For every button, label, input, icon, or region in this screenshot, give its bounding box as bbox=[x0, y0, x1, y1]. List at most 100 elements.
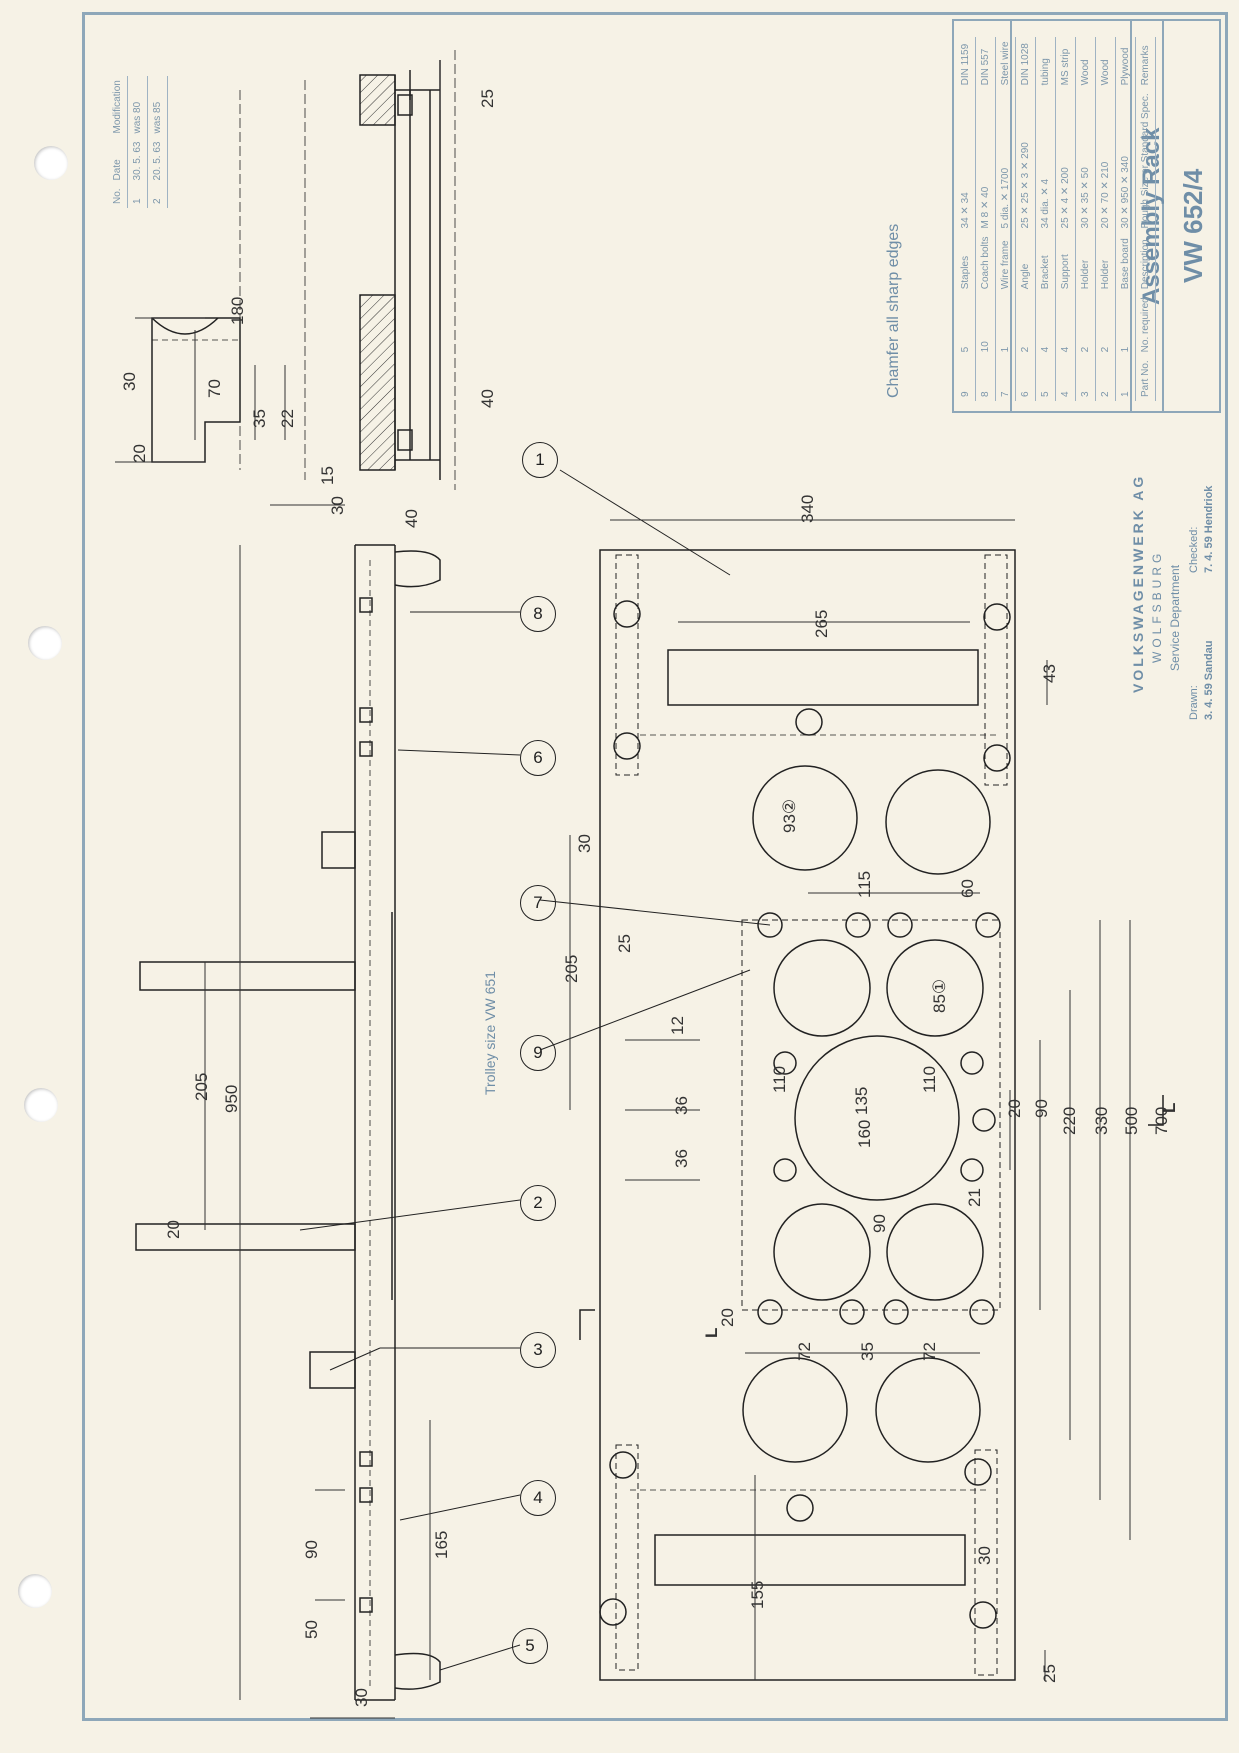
parts-cell: 1 bbox=[1115, 356, 1136, 401]
dim-label: 36 bbox=[672, 1149, 691, 1168]
punch-hole-2 bbox=[28, 626, 62, 660]
parts-cell: Wood bbox=[1075, 37, 1096, 90]
callout-part-5: 5 bbox=[512, 1628, 548, 1664]
side-elevation-view bbox=[135, 544, 441, 1701]
parts-cell: 9 bbox=[956, 356, 976, 401]
parts-cell: 2 bbox=[1015, 293, 1036, 357]
dim-label: 35 bbox=[250, 409, 269, 428]
dim-label: 90 bbox=[870, 1214, 889, 1233]
parts-cell: 4 bbox=[1055, 356, 1076, 401]
dim-label: 330 bbox=[1092, 1106, 1111, 1135]
parts-cell: MS strip bbox=[1055, 37, 1076, 90]
dim-label: 500 bbox=[1122, 1106, 1141, 1135]
dim-label: 85① bbox=[930, 978, 949, 1013]
section-mark: L bbox=[1160, 1102, 1179, 1113]
mods-header-cell: Modification bbox=[108, 76, 128, 138]
parts-cell: 30 ✕ 35 ✕ 50 bbox=[1075, 89, 1096, 233]
parts-cell: Base board bbox=[1115, 232, 1136, 294]
parts-cell: M 8 ✕ 40 bbox=[975, 89, 996, 233]
parts-cell: Wire frame bbox=[995, 232, 1016, 294]
dim-label: 135 bbox=[852, 1086, 871, 1115]
dim-label: 30 bbox=[352, 1688, 371, 1707]
mods-header-cell: Date bbox=[108, 137, 128, 185]
company-city: WOLFSBURG bbox=[1150, 549, 1164, 663]
parts-cell: Staples bbox=[956, 232, 976, 294]
punch-hole-4 bbox=[18, 1574, 52, 1608]
parts-header-cell: Description bbox=[1135, 232, 1156, 294]
parts-cell: 7 bbox=[995, 356, 1016, 401]
sheet-border-outer bbox=[82, 12, 1228, 1721]
callout-part-9: 9 bbox=[520, 1035, 556, 1071]
dim-label: 20 bbox=[718, 1308, 737, 1327]
dim-label: 43 bbox=[1040, 664, 1059, 683]
dimension-lines bbox=[115, 60, 1131, 1719]
dim-label: 25 bbox=[478, 89, 497, 108]
parts-cell: 2 bbox=[1095, 293, 1116, 357]
dim-label: 115 bbox=[855, 870, 874, 898]
callout-part-7: 7 bbox=[520, 885, 556, 921]
mods-cell: was 80 bbox=[127, 76, 148, 138]
drawn-label: Drawn: bbox=[1188, 685, 1200, 720]
section-mark: L bbox=[702, 1327, 721, 1338]
mods-cell: 30. 5. 63 bbox=[127, 137, 148, 185]
company-name: VOLKSWAGENWERK AG bbox=[1130, 473, 1146, 693]
callout-leaders bbox=[299, 469, 771, 1671]
callout-part-8: 8 bbox=[520, 596, 556, 632]
section-arrow-top bbox=[579, 1309, 595, 1340]
dim-label: 90 bbox=[1032, 1099, 1051, 1118]
dim-label: 110 bbox=[920, 1065, 939, 1093]
parts-cell: 4 bbox=[1035, 293, 1056, 357]
mods-cell: 1 bbox=[127, 184, 148, 208]
parts-cell: Coach bolts bbox=[975, 232, 996, 294]
dim-label: 93② bbox=[780, 798, 799, 833]
dim-label: 205 bbox=[192, 1072, 211, 1101]
drawn-value: 3. 4. 59 Sandau bbox=[1203, 640, 1215, 720]
parts-cell: 30 ✕ 950 ✕ 340 bbox=[1115, 89, 1136, 233]
callout-part-3: 3 bbox=[520, 1332, 556, 1368]
parts-header-cell: Remarks bbox=[1135, 37, 1156, 90]
parts-cell: 1 bbox=[1115, 293, 1136, 357]
parts-cell: 5 bbox=[1035, 356, 1056, 401]
dim-label: 90 bbox=[302, 1540, 321, 1559]
parts-cell: 25 ✕ 4 ✕ 200 bbox=[1055, 89, 1076, 233]
dim-label: 155 bbox=[748, 1580, 767, 1609]
dim-label: 50 bbox=[302, 1620, 321, 1639]
mods-cell: 20. 5. 63 bbox=[147, 137, 168, 185]
dim-label: 165 bbox=[432, 1530, 451, 1559]
dim-label: 36 bbox=[672, 1096, 691, 1115]
dim-label: 340 bbox=[798, 494, 817, 523]
dim-label: 70 bbox=[205, 379, 224, 398]
dim-label: 265 bbox=[812, 609, 831, 638]
parts-cell: 25 ✕ 25 ✕ 3 ✕ 290 bbox=[1015, 89, 1036, 233]
dim-label: 25 bbox=[1040, 1664, 1059, 1683]
dim-label: 20 bbox=[130, 444, 149, 463]
parts-cell: Plywood bbox=[1115, 37, 1136, 90]
callout-part-2: 2 bbox=[520, 1185, 556, 1221]
dim-label: 40 bbox=[402, 509, 421, 528]
punch-hole-3 bbox=[24, 1088, 58, 1122]
parts-cell: 4 bbox=[1055, 293, 1076, 357]
dim-label: 72 bbox=[920, 1342, 939, 1361]
dim-label: 160 bbox=[855, 1119, 874, 1148]
dim-label: 205 bbox=[562, 954, 581, 983]
parts-cell: tubing bbox=[1035, 37, 1056, 90]
parts-cell: 34 dia. ✕ 4 bbox=[1035, 89, 1056, 233]
parts-cell: DIN 557 bbox=[975, 37, 996, 90]
dim-label: 15 bbox=[318, 466, 337, 485]
parts-cell: 2 bbox=[1095, 356, 1116, 401]
parts-cell: 10 bbox=[975, 293, 996, 357]
parts-cell: 1 bbox=[995, 293, 1016, 357]
dim-label: 180 bbox=[228, 296, 247, 325]
